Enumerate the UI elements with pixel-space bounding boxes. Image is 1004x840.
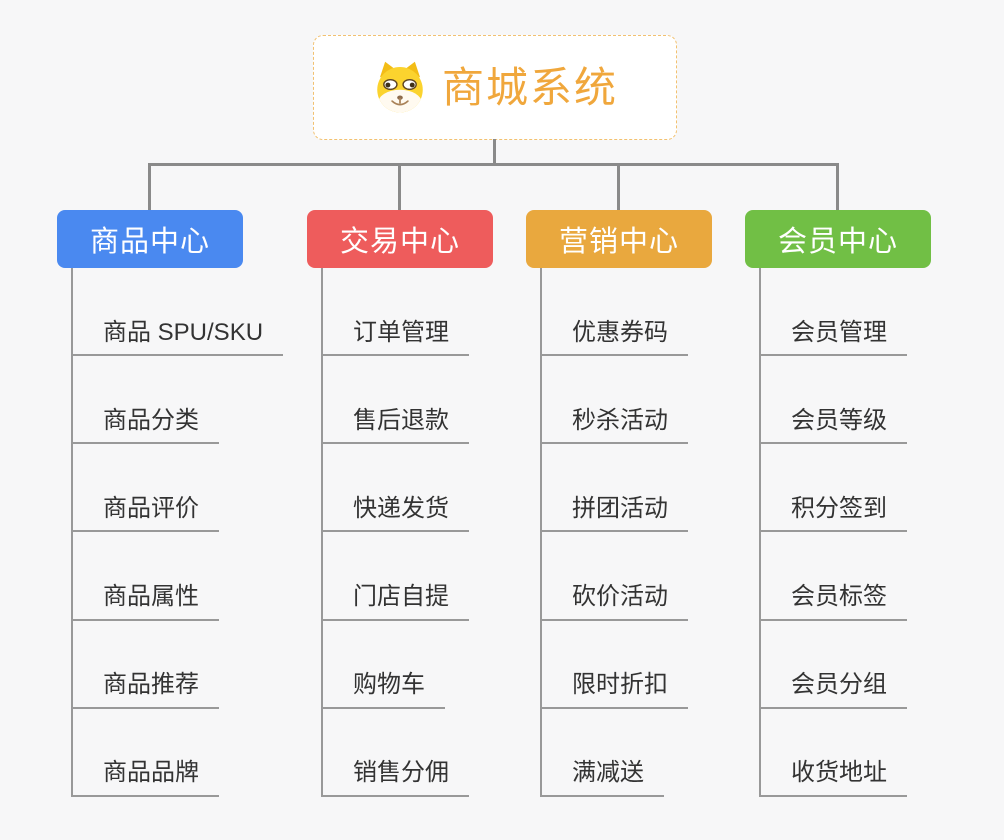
leaf-label: 限时折扣 (572, 671, 668, 699)
branch-trunk-line (71, 268, 73, 797)
branch-header[interactable]: 会员中心 (745, 210, 931, 268)
leaf-label: 订单管理 (353, 318, 449, 346)
connector-horizontal (148, 163, 839, 166)
leaf-node[interactable]: 会员标签 (759, 532, 907, 621)
leaf-label: 售后退款 (353, 406, 449, 434)
leaf-node[interactable]: 购物车 (321, 621, 445, 709)
branch-header[interactable]: 交易中心 (307, 210, 493, 268)
connector-drop-member (836, 165, 839, 211)
leaf-label: 商品 SPU/SKU (103, 318, 264, 346)
branch-label: 商品中心 (89, 226, 210, 258)
root-node[interactable]: 商城系统 (313, 35, 677, 140)
leaf-label: 秒杀活动 (572, 406, 668, 434)
leaf-label: 满减送 (572, 759, 644, 787)
leaf-label: 会员标签 (791, 583, 887, 611)
leaf-label: 会员分组 (791, 671, 887, 699)
leaf-node[interactable]: 收货地址 (759, 709, 907, 797)
branch-items: 订单管理 售后退款 快递发货 门店自提 购物车 销售分佣 (321, 268, 469, 797)
leaf-label: 商品品牌 (103, 759, 199, 787)
connector-drop-trade (398, 165, 401, 211)
branch-trunk-line (321, 268, 323, 797)
branch-items: 商品 SPU/SKU 商品分类 商品评价 商品属性 商品推荐 商品品牌 (71, 268, 284, 797)
leaf-label: 优惠券码 (572, 318, 668, 346)
leaf-node[interactable]: 商品属性 (71, 532, 219, 621)
branch-items: 会员管理 会员等级 积分签到 会员标签 会员分组 收货地址 (759, 268, 907, 797)
leaf-label: 商品评价 (103, 494, 199, 522)
leaf-node[interactable]: 会员管理 (759, 268, 907, 357)
leaf-node[interactable]: 门店自提 (321, 532, 469, 621)
branch-header[interactable]: 商品中心 (57, 210, 243, 268)
leaf-node[interactable]: 商品分类 (71, 356, 219, 445)
leaf-label: 销售分佣 (353, 759, 449, 787)
leaf-node[interactable]: 会员等级 (759, 356, 907, 445)
leaf-label: 商品属性 (103, 583, 199, 611)
leaf-node[interactable]: 积分签到 (759, 444, 907, 533)
leaf-node[interactable]: 快递发货 (321, 444, 469, 533)
leaf-label: 收货地址 (791, 759, 887, 787)
leaf-node[interactable]: 商品推荐 (71, 621, 219, 709)
branch-items: 优惠券码 秒杀活动 拼团活动 砍价活动 限时折扣 满减送 (540, 268, 688, 797)
leaf-label: 砍价活动 (572, 583, 668, 611)
leaf-label: 积分签到 (791, 494, 887, 522)
connector-drop-product (148, 165, 151, 211)
leaf-node[interactable]: 售后退款 (321, 356, 469, 445)
shiba-dog-icon (372, 60, 428, 116)
connector-root-stub (493, 139, 496, 166)
leaf-node[interactable]: 商品品牌 (71, 709, 219, 797)
branch-label: 会员中心 (777, 226, 898, 258)
connector-drop-marketing (617, 165, 620, 211)
leaf-label: 商品分类 (103, 406, 199, 434)
leaf-label: 商品推荐 (103, 671, 199, 699)
leaf-node[interactable]: 拼团活动 (540, 444, 688, 533)
leaf-label: 快递发货 (353, 494, 449, 522)
branch-trade-center: 交易中心 订单管理 售后退款 快递发货 门店自提 购物车 销售分佣 (307, 210, 557, 810)
leaf-label: 会员等级 (791, 406, 887, 434)
branch-trunk-line (759, 268, 761, 797)
branch-trunk-line (540, 268, 542, 797)
leaf-node[interactable]: 满减送 (540, 709, 664, 797)
leaf-node[interactable]: 商品 SPU/SKU (71, 268, 284, 357)
branch-label: 交易中心 (339, 226, 460, 258)
branch-member-center: 会员中心 会员管理 会员等级 积分签到 会员标签 会员分组 收货地址 (745, 210, 995, 810)
branch-product-center: 商品中心 商品 SPU/SKU 商品分类 商品评价 商品属性 商品推荐 商品品牌 (57, 210, 307, 810)
branch-label: 营销中心 (558, 226, 679, 258)
leaf-node[interactable]: 销售分佣 (321, 709, 469, 797)
leaf-node[interactable]: 订单管理 (321, 268, 469, 357)
leaf-label: 会员管理 (791, 318, 887, 346)
branch-header[interactable]: 营销中心 (526, 210, 712, 268)
branch-marketing-center: 营销中心 优惠券码 秒杀活动 拼团活动 砍价活动 限时折扣 满减送 (526, 210, 776, 810)
leaf-node[interactable]: 会员分组 (759, 621, 907, 709)
leaf-label: 拼团活动 (572, 494, 668, 522)
leaf-label: 门店自提 (353, 583, 449, 611)
leaf-node[interactable]: 商品评价 (71, 444, 219, 533)
leaf-label: 购物车 (353, 671, 425, 699)
leaf-node[interactable]: 砍价活动 (540, 532, 688, 621)
leaf-node[interactable]: 优惠券码 (540, 268, 688, 357)
leaf-node[interactable]: 秒杀活动 (540, 356, 688, 445)
leaf-node[interactable]: 限时折扣 (540, 621, 688, 709)
root-title: 商城系统 (441, 63, 618, 111)
